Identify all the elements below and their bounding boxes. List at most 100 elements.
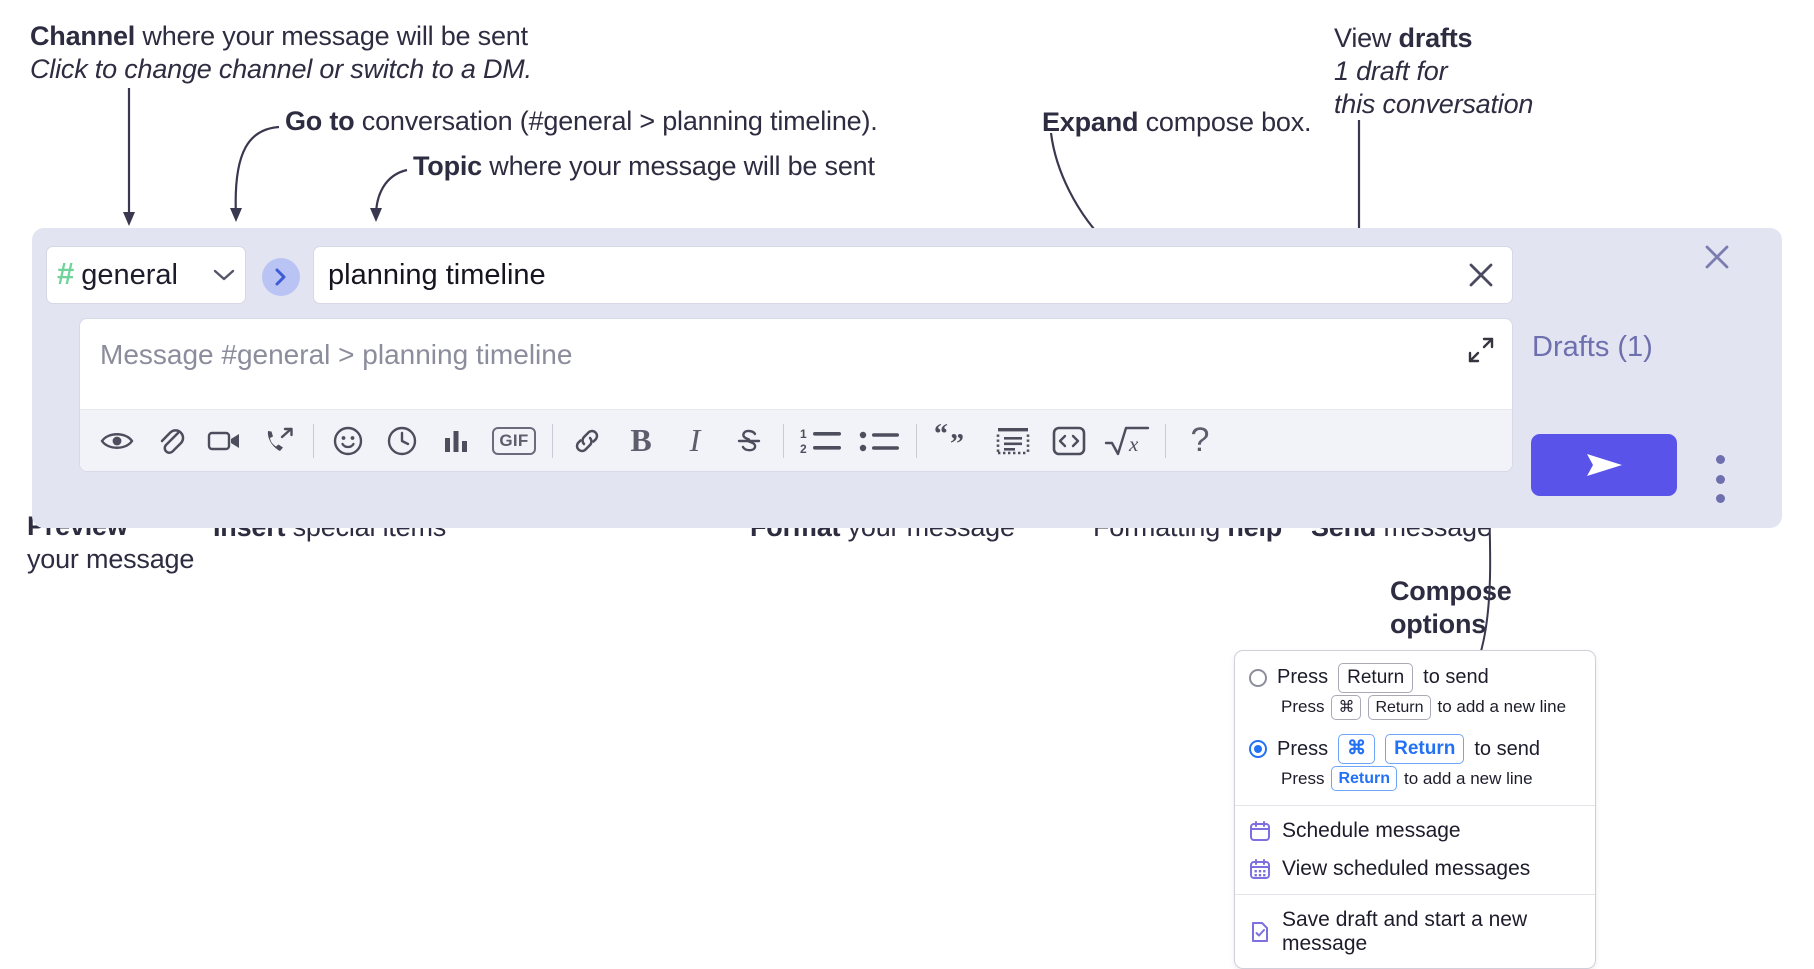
drafts-link[interactable]: Drafts (1) <box>1532 331 1653 363</box>
poll-button[interactable] <box>429 414 483 468</box>
paperclip-icon <box>160 428 185 454</box>
code-block-button[interactable] <box>984 414 1042 468</box>
calendar-grid-icon <box>1249 858 1271 880</box>
menu-item-view-scheduled-messages[interactable]: View scheduled messages <box>1235 850 1595 888</box>
math-button[interactable]: x <box>1096 414 1158 468</box>
code-block-icon <box>996 427 1030 454</box>
message-input-box[interactable]: Message #general > planning timeline <box>79 318 1513 472</box>
video-camera-icon <box>207 431 239 450</box>
formatting-toolbar: GIF B I <box>80 409 1512 471</box>
svg-text:x: x <box>1128 432 1139 456</box>
angle-brackets-icon <box>1052 426 1086 455</box>
eye-icon <box>100 432 134 449</box>
huddle-button[interactable] <box>252 414 306 468</box>
annotation-channel: Channel where your message will be sent … <box>30 20 532 86</box>
menu-option-cmd-return-to-send[interactable]: Press ⌘ Return to send <box>1235 728 1595 766</box>
panel-close-button[interactable] <box>1700 240 1734 274</box>
link-icon <box>575 429 599 452</box>
channel-selector[interactable]: # general <box>46 246 246 304</box>
annotation-drafts-normal: View <box>1334 23 1399 53</box>
compose-panel: # general planning timeline Message #gen… <box>32 228 1782 528</box>
annotation-drafts-bold: drafts <box>1398 23 1473 53</box>
annotation-preview-rest: your message <box>27 543 195 574</box>
svg-text:1: 1 <box>800 427 807 441</box>
option1-post: to send <box>1423 666 1489 689</box>
ordered-list-button[interactable]: 1 2 <box>791 414 851 468</box>
bar-chart-icon <box>445 430 467 452</box>
smiley-icon <box>333 426 363 455</box>
document-check-icon <box>1249 921 1271 943</box>
compose-options-menu: Press Return to send Press ⌘ Return to a… <box>1234 650 1596 969</box>
reminder-button[interactable] <box>375 414 429 468</box>
annotation-drafts-line3: this conversation <box>1334 88 1534 119</box>
annotation-topic-rest: where your message will be sent <box>482 151 875 181</box>
compose-options-button[interactable] <box>1710 455 1730 503</box>
menu-item-label: View scheduled messages <box>1282 857 1531 881</box>
annotation-channel-bold: Channel <box>30 21 136 51</box>
clock-icon <box>387 426 417 455</box>
strikethrough-button[interactable] <box>722 414 776 468</box>
annotation-expand: Expand compose box. <box>1042 106 1312 139</box>
annotation-compose-line2: options <box>1390 608 1487 639</box>
key-return: Return <box>1338 663 1414 693</box>
annotation-goto: Go to conversation (#general > planning … <box>285 105 878 138</box>
separator-3 <box>783 423 784 458</box>
option2-pre: Press <box>1277 737 1329 760</box>
annotation-topic-bold: Topic <box>413 151 482 181</box>
menu-item-save-draft[interactable]: Save draft and start a new message <box>1235 901 1595 968</box>
topic-value: planning timeline <box>328 258 546 291</box>
bulleted-list-button[interactable] <box>851 414 909 468</box>
option2-post: to send <box>1474 737 1540 760</box>
topic-field[interactable]: planning timeline <box>313 246 1513 304</box>
send-arrow-icon <box>1587 454 1622 476</box>
hash-icon: # <box>57 255 75 291</box>
ordered-list-icon: 1 2 <box>800 427 841 456</box>
blockquote-button[interactable]: “ ” <box>924 414 984 468</box>
separator-1 <box>313 423 314 458</box>
separator-2 <box>552 423 553 458</box>
expand-icon[interactable] <box>1466 335 1496 365</box>
svg-text:“: “ <box>934 419 948 450</box>
menu-divider-2 <box>1235 894 1595 896</box>
link-button[interactable] <box>560 414 614 468</box>
close-icon[interactable] <box>1464 258 1498 292</box>
bold-icon: B <box>630 422 652 458</box>
key-return-sub: Return <box>1368 694 1431 721</box>
option1-sub-pre: Press <box>1281 697 1325 717</box>
menu-option2-sub: Press Return to add a new line <box>1235 765 1595 800</box>
bulleted-list-icon <box>859 431 899 451</box>
radio-selected[interactable] <box>1249 740 1267 759</box>
gif-button[interactable]: GIF <box>483 414 545 468</box>
key-command: ⌘ <box>1331 694 1362 721</box>
emoji-button[interactable] <box>321 414 375 468</box>
radio-unselected[interactable] <box>1249 668 1267 687</box>
channel-name: general <box>81 258 178 291</box>
bold-button[interactable]: B <box>614 414 668 468</box>
italic-button[interactable]: I <box>668 414 722 468</box>
chevron-right-icon <box>275 268 286 286</box>
separator-5 <box>1165 423 1166 458</box>
preview-button[interactable] <box>90 414 144 468</box>
help-button[interactable]: ? <box>1173 414 1227 468</box>
message-placeholder: Message #general > planning timeline <box>100 339 573 370</box>
annotation-drafts-line2: 1 draft for <box>1334 55 1448 86</box>
inline-code-button[interactable] <box>1042 414 1096 468</box>
attach-button[interactable] <box>144 414 198 468</box>
send-button[interactable] <box>1531 434 1677 496</box>
separator-4 <box>916 423 917 458</box>
menu-item-schedule-message[interactable]: Schedule message <box>1235 812 1595 850</box>
menu-divider-1 <box>1235 805 1595 807</box>
phone-forward-icon <box>267 427 293 451</box>
menu-item-label: Save draft and start a new message <box>1282 908 1528 956</box>
annotation-goto-bold: Go to <box>285 106 355 136</box>
go-to-conversation-button[interactable] <box>262 258 300 296</box>
dot-3 <box>1715 494 1725 503</box>
compose-editor: # general planning timeline Message #gen… <box>32 228 1532 528</box>
video-button[interactable] <box>198 414 252 468</box>
menu-option-return-to-send[interactable]: Press Return to send <box>1235 651 1595 695</box>
key-command-2: ⌘ <box>1338 734 1376 764</box>
annotation-channel-rest: where your message will be sent <box>135 21 528 51</box>
option1-pre: Press <box>1277 666 1329 689</box>
annotation-channel-italic: Click to change channel or switch to a D… <box>30 53 532 84</box>
option2-sub-post: to add a new line <box>1404 768 1533 788</box>
